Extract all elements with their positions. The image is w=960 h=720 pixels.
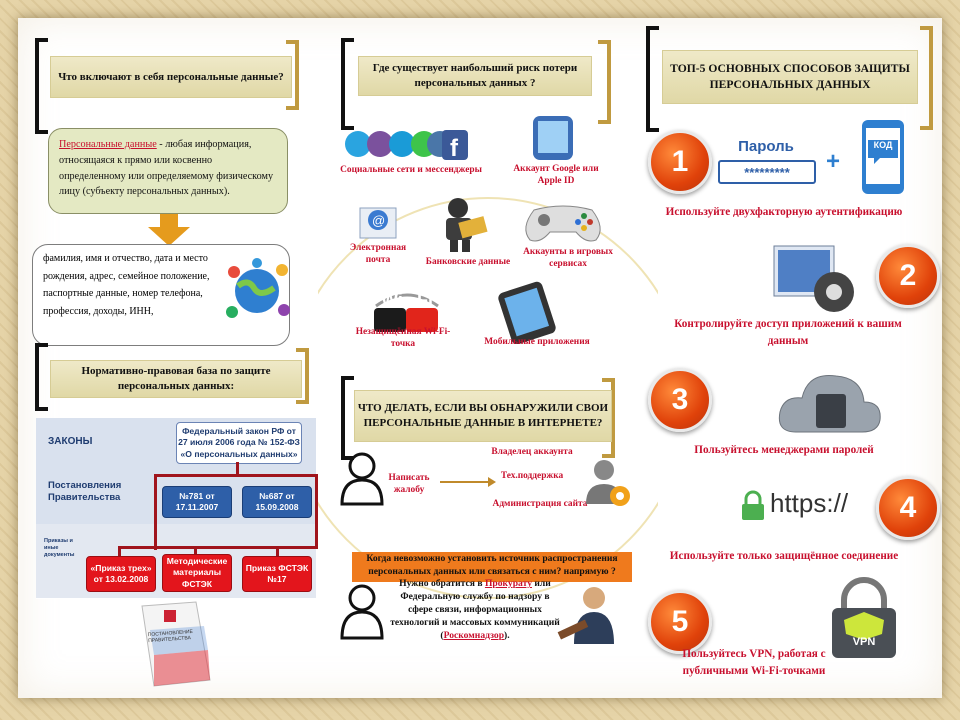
connector (276, 546, 279, 558)
decree-document-image (141, 601, 211, 687)
bracket-right-2 (296, 348, 309, 404)
personal-data-question: Что включают в себя персональные данные? (50, 56, 292, 98)
https-text: https:// (770, 488, 849, 518)
svg-text:f: f (450, 135, 459, 162)
definition-text: - любая информация, относящаяся к прямо … (59, 139, 274, 198)
what-to-do-title: ЧТО ДЕЛАТЬ, ЕСЛИ ВЫ ОБНАРУЖИЛИ СВОИ ПЕРС… (354, 390, 612, 442)
tip-number-4: 4 (876, 476, 940, 540)
tip-3-text: Пользуйтесь менеджерами паролей (694, 444, 874, 456)
connector (236, 462, 239, 476)
decrees-label: Постановления Правительства (48, 480, 122, 504)
risk-account-label: Аккаунт Google или Apple ID (513, 164, 599, 187)
orange-question: Когда невозможно установить источник рас… (352, 552, 632, 582)
support-admin-icon (586, 460, 630, 506)
top5-title: ТОП-5 ОСНОВНЫХ СПОСОБОВ ЗАЩИТЫ ПЕРСОНАЛЬ… (662, 50, 918, 104)
definition-box: Персональные данные - любая информация, … (48, 128, 288, 214)
social-icons: f (345, 130, 468, 162)
legal-framework-chart: ЗАКОНЫ Постановления Правительства Прика… (36, 418, 318, 599)
svg-text:@: @ (372, 213, 385, 228)
risk-social-label: Социальные сети и мессенджеры (340, 165, 482, 175)
person-icon-2 (340, 584, 384, 640)
prosecutor-link[interactable]: Прокурату (484, 578, 532, 589)
tip-number-5: 5 (648, 590, 712, 654)
vpn-shield-icon (832, 577, 896, 658)
arrow-right-icon (440, 477, 496, 487)
password-manager-cloud-icon (778, 374, 881, 433)
arrow-down-icon (148, 214, 190, 246)
bracket-right-4 (602, 378, 615, 458)
password-field: ********* (718, 160, 816, 184)
law-152fz: Федеральный закон РФ от 27 июля 2006 год… (176, 422, 302, 464)
target-owner: Владелец аккаунта (491, 447, 573, 457)
risk-question: Где существует наибольший риск потери пе… (358, 56, 592, 96)
wifi-badge-fi: Fi (417, 290, 433, 310)
code-label: КОД (873, 140, 893, 150)
personal-data-list-text: фамилия, имя и отчество, дата и место ро… (43, 253, 210, 317)
roskomnadzor-link[interactable]: Роскомнадзор (443, 629, 505, 641)
thief-icon (446, 198, 488, 252)
globe-network-icon (226, 258, 290, 318)
infographic-sheet: Что включают в себя персональные данные?… (18, 18, 942, 698)
wifi-badge-wi: Wi (381, 290, 403, 310)
bracket-left-2 (35, 343, 48, 411)
gamepad-icon (525, 205, 601, 242)
decree-781: №781 от 17.11.2007 (162, 486, 232, 518)
order-fstek-17: Приказ ФСТЭК №17 (242, 556, 312, 592)
write-complaint: Написать жалобу (388, 473, 430, 496)
target-admin: Администрация сайта (492, 499, 588, 509)
connector (194, 546, 197, 556)
connector (118, 546, 318, 549)
bracket-left-3 (341, 38, 354, 130)
risk-mobile-label: Мобильные приложения (484, 337, 590, 347)
orders-label: Приказы и иные документы (44, 538, 75, 559)
connector (315, 474, 318, 546)
tip-number-1: 1 (648, 130, 712, 194)
smartphone-icon (498, 281, 556, 344)
bracket-right-5 (920, 26, 933, 130)
connector (154, 474, 318, 477)
risk-wifi-label: Незащищённая Wi-Fi-точка (355, 327, 451, 350)
order-three: «Приказ трех» от 13.02.2008 (86, 556, 156, 592)
decorative-circle (318, 197, 658, 599)
tip-5-text: Пользуйтесь VPN, работая с публичными Wi… (682, 648, 826, 678)
person-icon (340, 452, 384, 506)
bracket-left-5 (646, 26, 659, 132)
risk-gaming-label: Аккаунты в игровых сервисах (523, 247, 613, 270)
tip-4-text: Используйте только защищённое соединение (669, 550, 899, 562)
decree-687: №687 от 15.09.2008 (242, 486, 312, 518)
connector (154, 474, 157, 550)
definition-term: Персональные данные (59, 139, 157, 150)
laws-label: ЗАКОНЫ (48, 436, 93, 447)
lawyer-gavel-icon (557, 587, 614, 644)
tip-number-3: 3 (648, 368, 712, 432)
vpn-label: VPN (852, 636, 876, 648)
tip-number-2: 2 (876, 244, 940, 308)
password-label: Пароль (738, 138, 794, 155)
plus-sign: + (826, 148, 841, 175)
email-icon: @ (359, 207, 397, 239)
prosecutor-pre: Нужно обратится в (399, 578, 485, 589)
prosecutor-mid: или Федеральную службу по надзору в сфер… (390, 578, 560, 641)
phone-icon (533, 116, 573, 160)
tip-1-text: Используйте двухфакторную аутентификацию (665, 206, 903, 218)
lock-icon (742, 490, 764, 520)
order-fstek-methodic: Методические материалы ФСТЭК (162, 554, 232, 592)
risk-email-label: Электронная почта (349, 243, 407, 266)
legal-base-title: Нормативно-правовая база по защите персо… (50, 360, 302, 398)
risk-bank-label: Банковские данные (425, 257, 511, 267)
tip-2-text: Контролируйте доступ приложений к вашим … (674, 318, 902, 348)
target-support: Тех.поддержка (500, 471, 564, 481)
bracket-right-3 (598, 40, 611, 124)
bracket-left (35, 38, 48, 134)
app-settings-icon (773, 245, 854, 312)
prosecutor-text: Нужно обратится в Прокурату или Федераль… (390, 578, 560, 643)
wifi-icon (374, 293, 439, 332)
prosecutor-post: ). (504, 629, 510, 641)
bracket-left-4 (341, 376, 354, 460)
code-phone-icon (862, 120, 904, 194)
bracket-right (286, 40, 299, 110)
connector (118, 546, 121, 558)
